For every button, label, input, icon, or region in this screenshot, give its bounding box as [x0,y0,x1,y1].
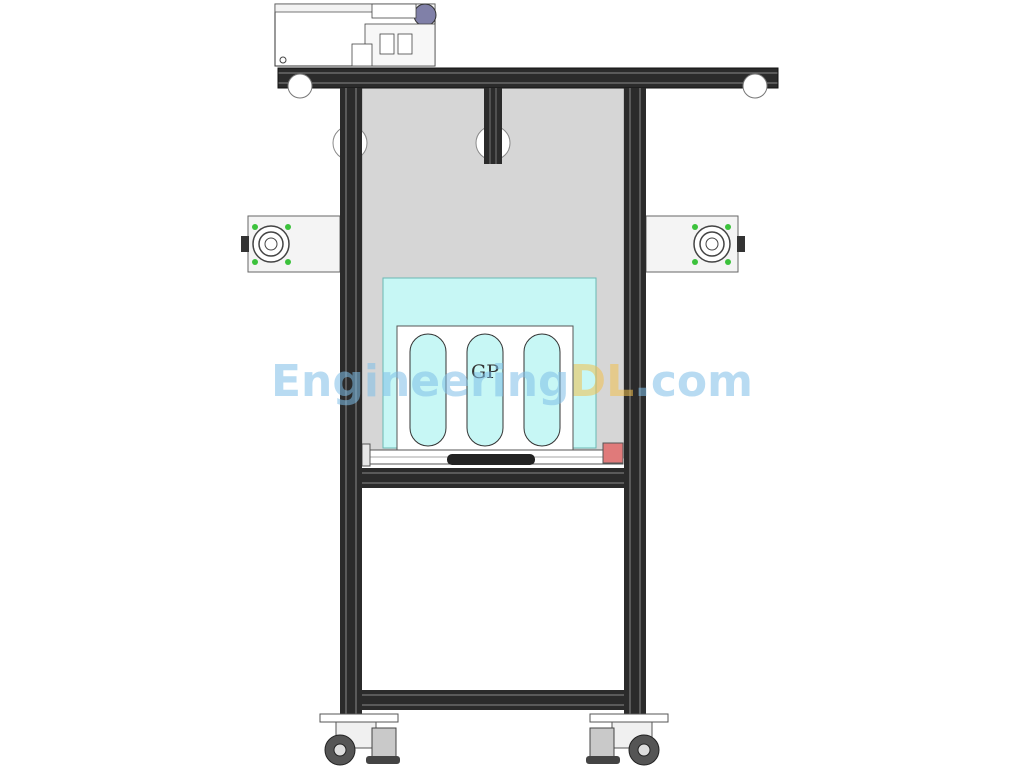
tray-base [361,442,624,467]
tray-label: GP [471,361,499,383]
bottom-crossbar [362,690,624,710]
red-stop [602,442,624,464]
left-bracket [241,215,341,273]
clamp-handle [447,454,535,465]
right-bracket [645,215,745,273]
right-caster [586,713,669,766]
controller-box [274,3,437,67]
knob-icon [413,3,437,27]
right-post [624,88,646,714]
tray-slot [523,333,561,447]
left-post [340,88,362,714]
top-beam [277,67,779,89]
tray-slot [409,333,447,447]
tray-slot [466,333,504,447]
left-caster [319,713,400,766]
center-hanger [484,88,502,164]
middle-crossbar [362,468,624,488]
tray: GP [396,325,574,451]
